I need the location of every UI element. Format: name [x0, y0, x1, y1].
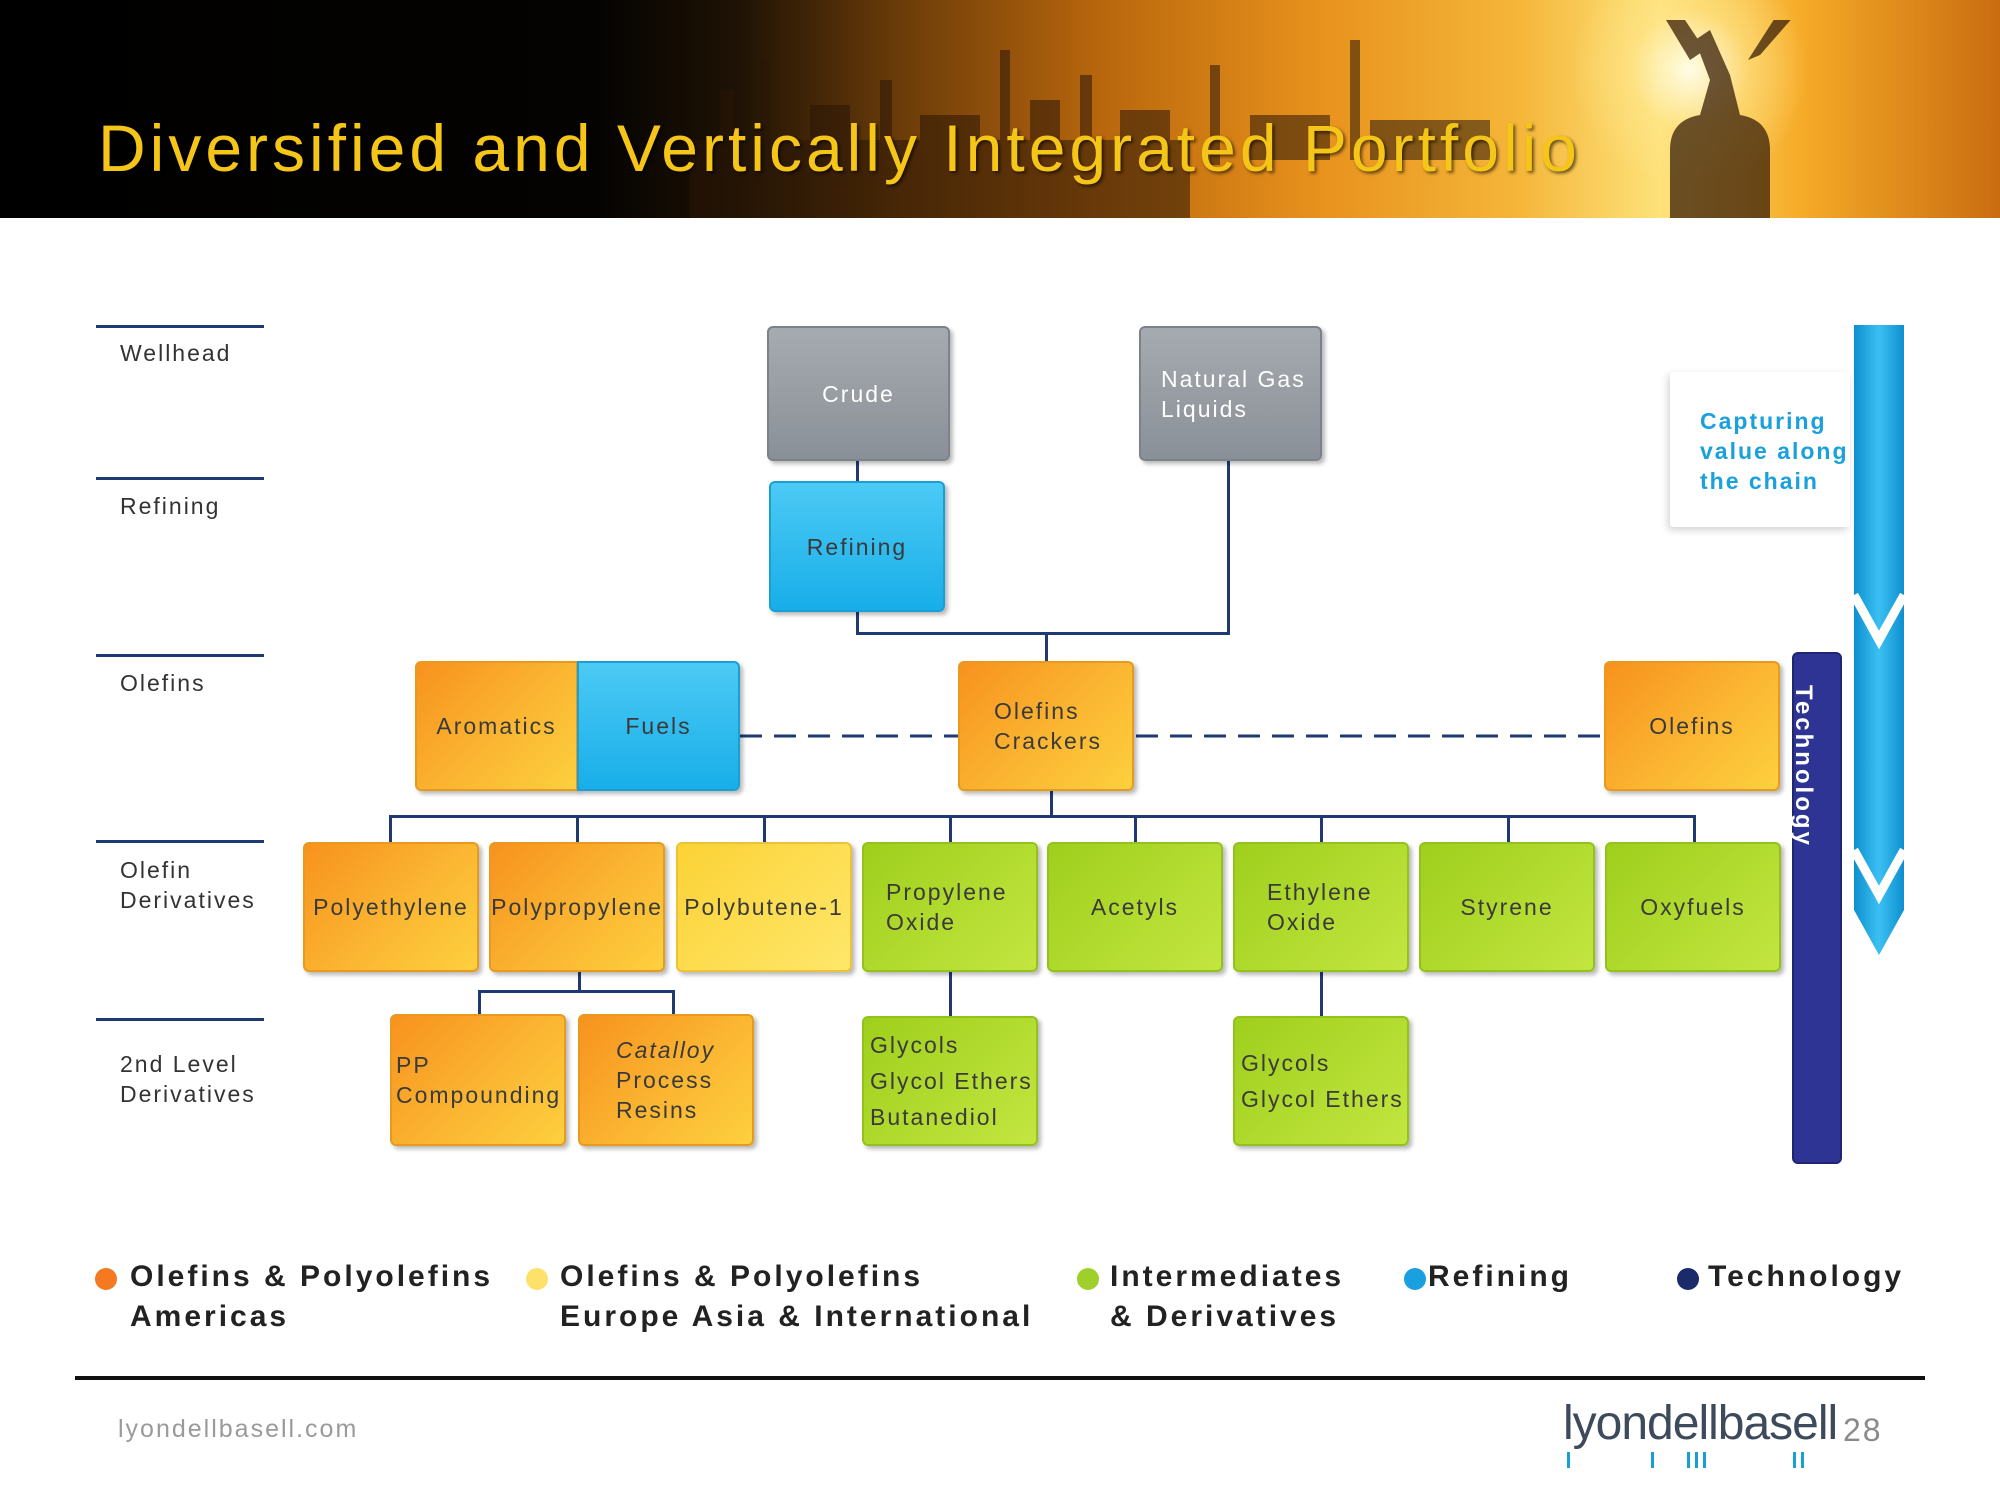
- connector: [389, 815, 392, 842]
- level-divider: [96, 654, 264, 657]
- page-number: 28: [1843, 1412, 1883, 1448]
- box-styrene: Styrene: [1419, 842, 1595, 972]
- box-glycols-po: Glycols Glycol Ethers Butanediol: [862, 1016, 1038, 1146]
- connector: [763, 815, 766, 842]
- footer-url[interactable]: lyondellbasell.com: [118, 1415, 359, 1443]
- connector: [1693, 815, 1696, 842]
- chevron-down-icon: [1852, 592, 1908, 650]
- connector: [478, 990, 481, 1015]
- legend-dot-refining: [1404, 1268, 1426, 1290]
- connector: [1050, 790, 1053, 818]
- box-catalloy-process-resins: Catalloy Process Resins: [578, 1014, 754, 1146]
- connector: [1507, 815, 1510, 842]
- legend-label-intermediates: Intermediates & Derivatives: [1110, 1260, 1345, 1333]
- chevron-down-icon: [1852, 847, 1908, 905]
- connector: [1045, 633, 1048, 661]
- level-divider: [96, 1018, 264, 1021]
- dashed-connector: [740, 734, 1605, 738]
- connector: [949, 970, 952, 1017]
- box-refining: Refining: [769, 481, 945, 612]
- legend-dot-technology: [1677, 1268, 1699, 1290]
- company-logo: lyondellbasell: [1563, 1397, 1838, 1450]
- level-divider: [96, 840, 264, 843]
- level-label-olefin-derivatives: Olefin Derivatives: [120, 857, 256, 913]
- connector: [1134, 815, 1137, 842]
- connector: [1320, 970, 1323, 1017]
- box-oxyfuels: Oxyfuels: [1605, 842, 1781, 972]
- connector: [949, 815, 952, 842]
- value-chain-arrow: [1852, 325, 1908, 1153]
- connector: [856, 632, 1230, 635]
- level-divider: [96, 477, 264, 480]
- connector: [576, 815, 579, 842]
- company-logo-bars: [1567, 1452, 1804, 1468]
- technology-bar: [1792, 652, 1842, 1164]
- capture-value-box: [1670, 372, 1850, 527]
- box-glycols-eo: Glycols Glycol Ethers: [1233, 1016, 1409, 1146]
- connector: [478, 990, 675, 993]
- legend-label-refining: Refining: [1428, 1260, 1572, 1293]
- connector: [672, 990, 675, 1015]
- legend-dot-olefins-americas: [95, 1268, 117, 1290]
- box-polybutene-1: Polybutene-1: [676, 842, 852, 972]
- legend-dot-olefins-europe-asia: [526, 1268, 548, 1290]
- box-acetyls: Acetyls: [1047, 842, 1223, 972]
- connector: [856, 460, 859, 482]
- footer-rule: [75, 1376, 1925, 1380]
- capture-value-text: Capturing value along the chain: [1700, 408, 1849, 494]
- connector: [1320, 815, 1323, 842]
- box-polyethylene: Polyethylene: [303, 842, 479, 972]
- box-propylene-oxide: Propylene Oxide: [862, 842, 1038, 972]
- level-label-wellhead: Wellhead: [120, 340, 232, 366]
- connector: [856, 612, 859, 634]
- catalloy-label: Catalloy: [616, 1037, 716, 1063]
- level-divider: [96, 325, 264, 328]
- level-label-2nd-level-derivatives: 2nd Level Derivatives: [120, 1051, 256, 1107]
- box-olefins-crackers: Olefins Crackers: [958, 661, 1134, 791]
- box-natural-gas-liquids: Natural Gas Liquids: [1139, 326, 1322, 461]
- level-label-refining: Refining: [120, 493, 221, 519]
- box-aromatics: Aromatics: [415, 661, 578, 791]
- technology-bar-label: Technology: [1790, 685, 1817, 848]
- level-label-olefins: Olefins: [120, 670, 206, 696]
- catalloy-process-resins-label: Process Resins: [616, 1067, 714, 1123]
- box-fuels: Fuels: [577, 661, 740, 791]
- box-olefins: Olefins: [1604, 661, 1780, 791]
- connector: [1227, 460, 1230, 635]
- legend-dot-intermediates: [1077, 1268, 1099, 1290]
- box-ethylene-oxide: Ethylene Oxide: [1233, 842, 1409, 972]
- box-crude: Crude: [767, 326, 950, 461]
- arrow-gap: [1854, 922, 1904, 1153]
- page-title: Diversified and Vertically Integrated Po…: [98, 111, 1581, 185]
- legend-label-olefins-americas: Olefins & Polyolefins Americas: [130, 1260, 494, 1333]
- legend-label-olefins-europe-asia: Olefins & Polyolefins Europe Asia & Inte…: [560, 1260, 1034, 1333]
- box-pp-compounding: PP Compounding: [390, 1014, 566, 1146]
- connector: [389, 815, 1696, 818]
- legend-label-technology: Technology: [1708, 1260, 1905, 1293]
- connector: [578, 970, 581, 992]
- header-banner: [0, 0, 2000, 218]
- box-polypropylene: Polypropylene: [489, 842, 665, 972]
- refinery-silhouette: [690, 20, 1791, 218]
